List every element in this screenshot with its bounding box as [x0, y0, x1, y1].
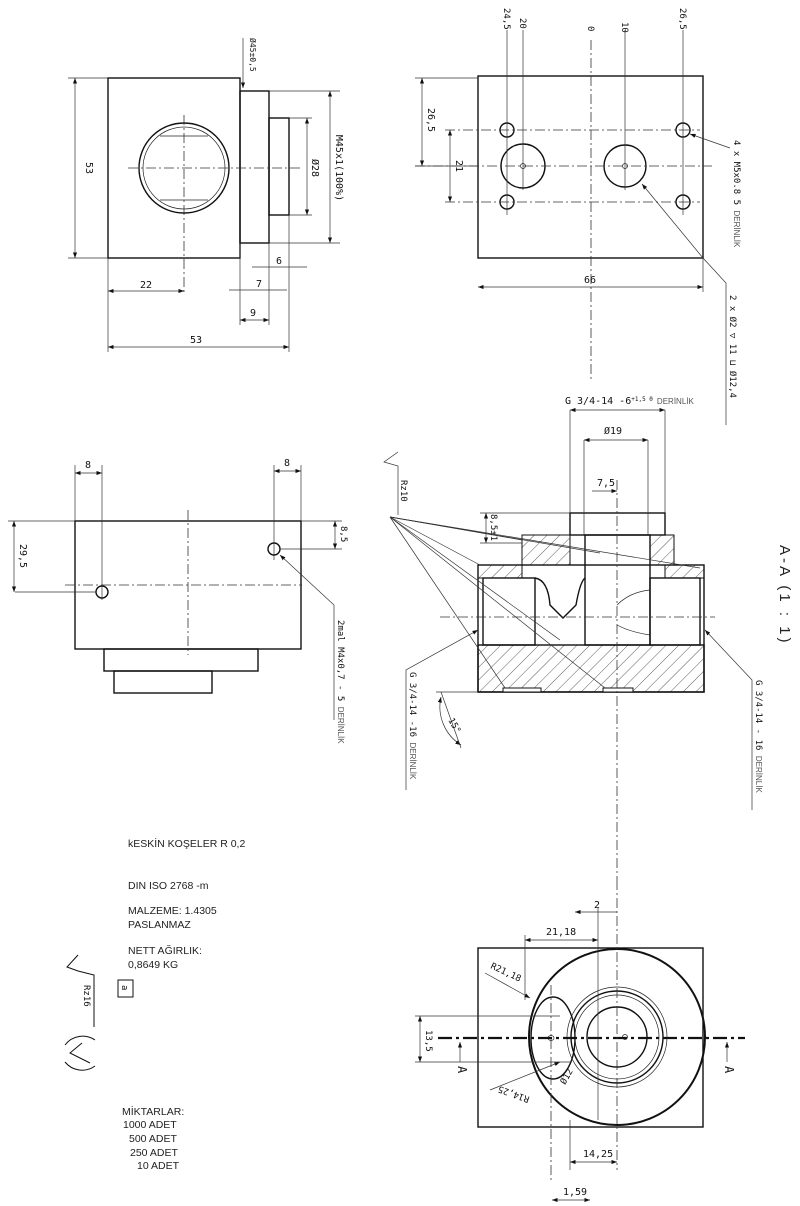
svg-text:kESKİN KOŞELER R 0,2: kESKİN KOŞELER R 0,2: [128, 837, 245, 850]
note-side-thread: 2mal M4x0,7 - 5 DERİNLİK: [335, 620, 345, 744]
svg-text:0,8649 KG: 0,8649 KG: [128, 959, 178, 971]
svg-text:NETT AĞIRLIK:: NETT AĞIRLIK:: [128, 944, 202, 957]
side-view: 8 8 29,5 8,5 2mal M4x0,7 - 5 DERİNLİK: [8, 458, 348, 744]
dim-offset: 7,5: [597, 478, 615, 489]
radius-r14-25: R14,25: [497, 1083, 531, 1104]
dim-right: 8: [284, 458, 290, 469]
radius-r21-18: R21,18: [489, 962, 523, 985]
section-marker-left: A: [455, 1066, 469, 1074]
dim-step: 9: [250, 308, 256, 319]
general-notes: kESKİN KOŞELER R 0,2 DIN ISO 2768 -m MAL…: [64, 837, 245, 1172]
dim-thread: M45x1(100%): [333, 135, 344, 201]
dim-width: 66: [584, 275, 596, 286]
roughness-callout: Rz10: [383, 451, 701, 689]
svg-text:10: 10: [619, 22, 629, 33]
dim-dia-12: Ø12: [558, 1067, 576, 1087]
dim-vertical: 26,5: [425, 108, 436, 132]
bottom-view: 2 21,18 R21,18 R14,25 Ø12 13,5 A A 14,25…: [415, 880, 745, 1203]
section-title: A-A (1 : 1): [776, 545, 793, 646]
dim-1-59: 1,59: [563, 1187, 587, 1198]
svg-text:500 ADET: 500 ADET: [129, 1133, 177, 1145]
dim-width: 53: [190, 335, 202, 346]
dim-top: 8,5: [338, 526, 348, 542]
thread-left-label: G 3/4-14 -16 DERİNLİK: [407, 672, 417, 780]
dim-boss-dia: Ø28: [309, 159, 321, 177]
svg-text:0: 0: [585, 26, 595, 31]
dim-2: 2: [594, 900, 600, 911]
thread-right-label: G 3/4-14 - 16 DERİNLİK: [753, 680, 763, 793]
dim-spacing: 21: [453, 160, 464, 172]
dim-depth: 8,5±1: [488, 514, 498, 541]
svg-text:10 ADET: 10 ADET: [137, 1160, 180, 1172]
section-marker-right: A: [722, 1066, 736, 1074]
dim-center: 22: [140, 280, 152, 291]
svg-text:Rz10: Rz10: [398, 480, 408, 502]
svg-text:250 ADET: 250 ADET: [130, 1147, 178, 1159]
svg-text:DIN ISO 2768 -m: DIN ISO 2768 -m: [128, 880, 209, 892]
dim-left: 8: [85, 460, 91, 471]
dim-dia: Ø19: [604, 425, 622, 437]
svg-text:MALZEME: 1.4305: MALZEME: 1.4305: [128, 905, 217, 917]
front-view: 53 22 7 6 9 53 Ø28 M45x1(100%) Ø45±0,5: [68, 38, 344, 352]
note-holes: 4 x M5x0.8 5 DERİNLİK: [731, 140, 741, 248]
note-bores: 2 x Ø2 ▽ 11 ⊔ Ø12,4: [727, 295, 738, 398]
svg-text:20: 20: [517, 18, 527, 29]
roughness-symbol: Rz16 a: [64, 954, 134, 1071]
box-a: a: [119, 985, 129, 990]
dim-13-5: 13,5: [423, 1030, 433, 1052]
dim-boss: 6: [276, 256, 282, 267]
dim-21-18: 21,18: [546, 927, 576, 938]
svg-text:1000 ADET: 1000 ADET: [123, 1119, 177, 1131]
coordinate-labels: 24,5 20 0 10 26,5: [501, 8, 687, 215]
dim-height: 53: [83, 162, 94, 174]
svg-text:MİKTARLAR:: MİKTARLAR:: [122, 1105, 184, 1118]
svg-text:24,5: 24,5: [501, 8, 511, 30]
dim-flange: 7: [256, 279, 262, 290]
svg-text:26,5: 26,5: [677, 8, 687, 30]
top-view: 24,5 20 0 10 26,5 26,5 21 66 4 x M5x0.8 …: [415, 8, 741, 425]
svg-text:Rz16: Rz16: [81, 985, 91, 1007]
svg-text:PASLANMAZ: PASLANMAZ: [128, 919, 191, 931]
dim-vertical: 29,5: [17, 544, 28, 568]
dim-flange-dia: Ø45±0,5: [248, 38, 258, 72]
dim-14-25: 14,25: [583, 1149, 613, 1160]
